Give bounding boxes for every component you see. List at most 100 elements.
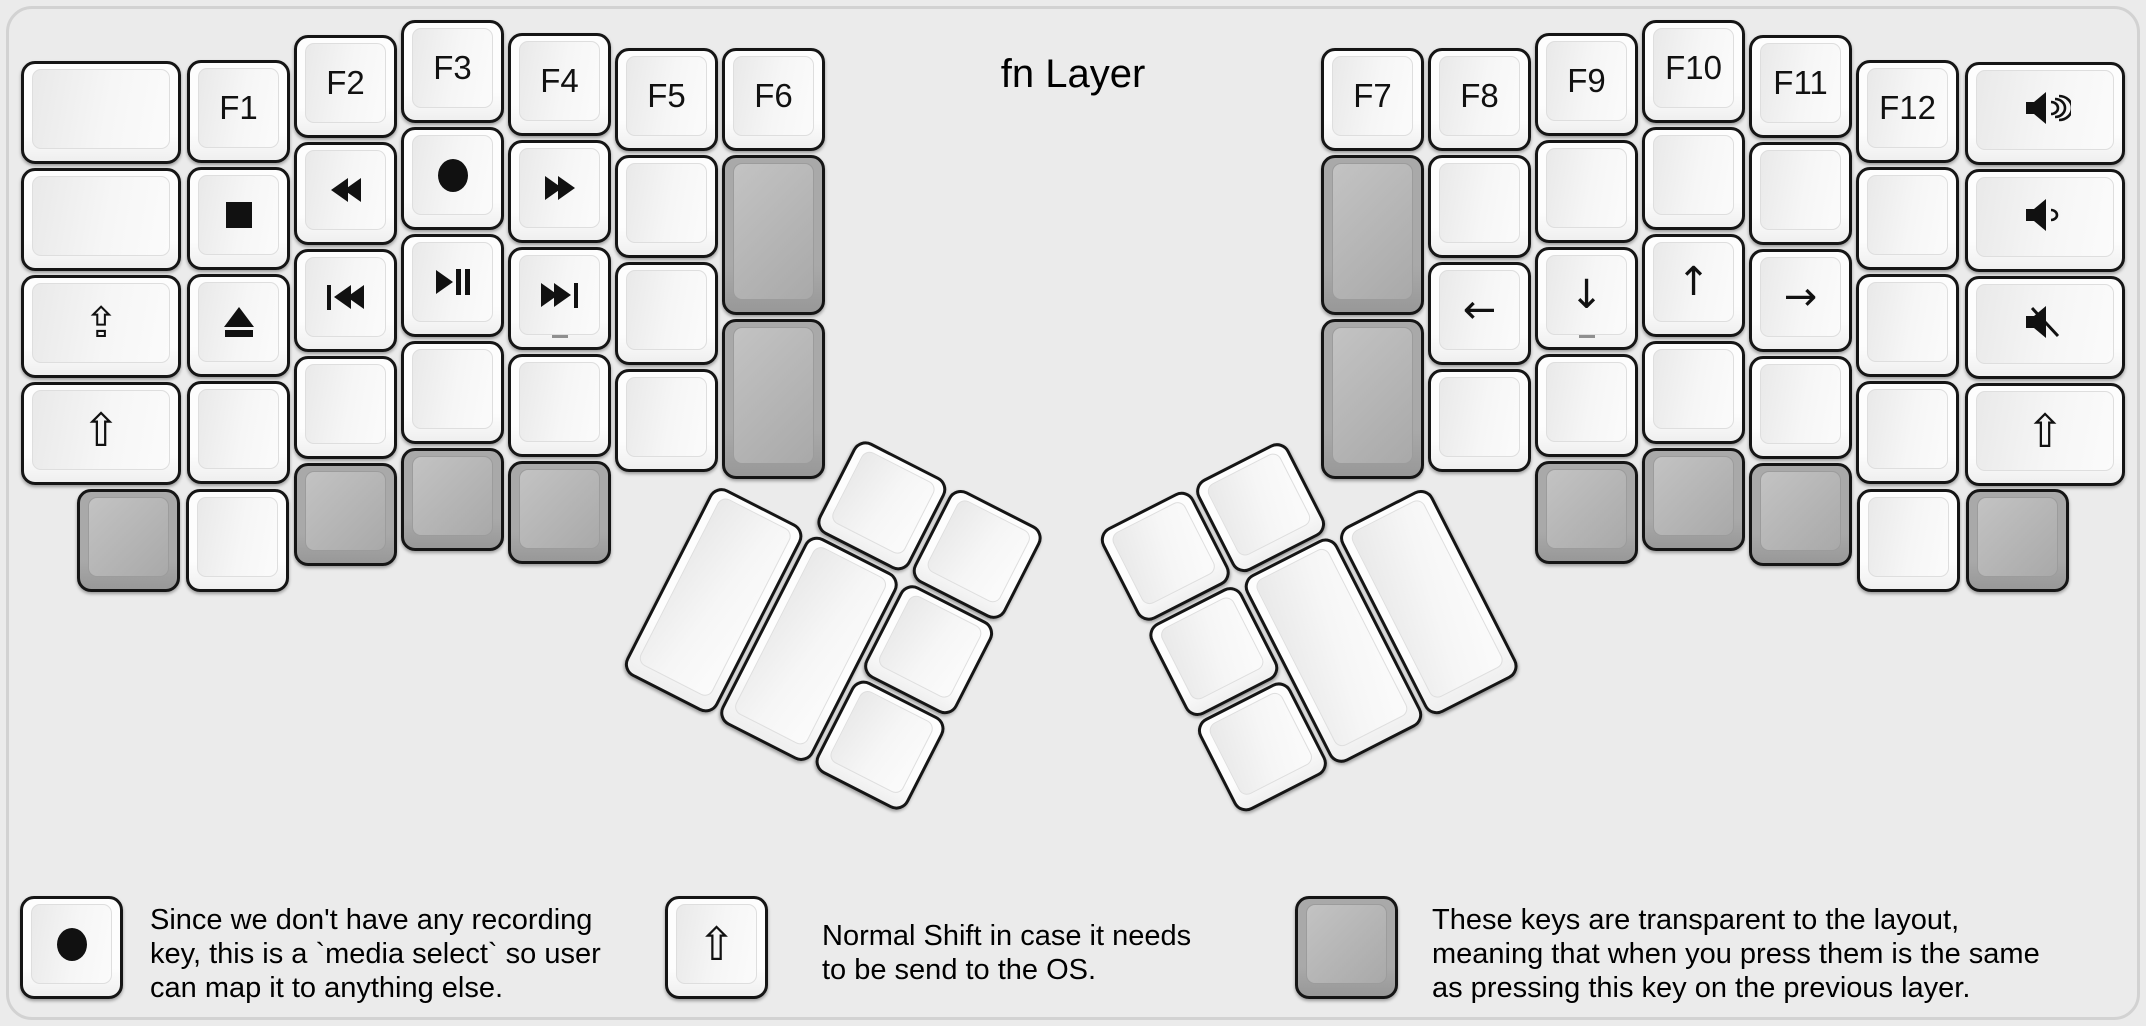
arrow-left-icon: ← [1462,287,1497,333]
key-volup[interactable] [1965,62,2125,165]
eject-icon [223,307,254,337]
record-icon [437,158,468,192]
key-prev[interactable] [294,249,397,352]
key-f7[interactable]: F7 [1321,48,1424,151]
keycap-top [305,471,386,551]
key-transparent[interactable] [722,319,825,479]
key-blank[interactable] [1857,489,1960,592]
key-transparent[interactable] [294,463,397,566]
key-transparent[interactable] [722,155,825,315]
key-f8[interactable]: F8 [1428,48,1531,151]
next-track-icon [541,282,578,308]
key-f11[interactable]: F11 [1749,35,1852,138]
keycap-top [412,349,493,429]
key-blank[interactable] [1642,341,1745,444]
key-blank[interactable] [1535,140,1638,243]
key-blank[interactable] [21,61,181,164]
volume-up-icon [2019,88,2074,133]
volume-down-icon [2019,195,2071,240]
key-arrow-down[interactable]: ↓ [1535,247,1638,350]
keycap-top: ⇧ [676,904,757,984]
keycap-top [1546,469,1627,549]
key-arrow-left[interactable]: ← [1428,262,1531,365]
record-icon [56,927,87,961]
key-blank[interactable] [21,168,181,271]
key-blank[interactable] [187,381,290,484]
key-f2[interactable]: F2 [294,35,397,138]
keycap-top [1546,148,1627,228]
key-arrow-up[interactable]: ↑ [1642,234,1745,337]
keycap-top [1332,163,1413,300]
key-transparent[interactable] [401,448,504,551]
keycap-top [32,176,170,256]
arrow-right-icon: → [1783,274,1818,320]
key-blank[interactable] [1642,127,1745,230]
key-blank[interactable] [294,356,397,459]
key-mute[interactable] [1965,276,2125,379]
homing-mark [551,335,568,338]
key-transparent[interactable] [508,461,611,564]
key-blank[interactable] [1749,142,1852,245]
key-f3[interactable]: F3 [401,20,504,123]
key-blank[interactable] [1856,381,1959,484]
key-blank[interactable] [1428,155,1531,258]
key-f10[interactable]: F10 [1642,20,1745,123]
key-transparent[interactable] [1321,319,1424,479]
key-transparent[interactable] [1642,448,1745,551]
key-label: F12 [1879,89,1936,126]
key-voldown[interactable] [1965,169,2125,272]
key-transparent [1295,896,1398,999]
key-stop[interactable] [187,167,290,270]
legend-text: These keys are transparent to the layout… [1432,903,2040,1005]
key-f9[interactable]: F9 [1535,33,1638,136]
key-transparent[interactable] [1966,489,2069,592]
key-f6[interactable]: F6 [722,48,825,151]
key-blank[interactable] [186,489,289,592]
keycap-top: F12 [1867,68,1948,148]
key-blank[interactable] [1856,167,1959,270]
key-blank[interactable] [1535,354,1638,457]
keycap-top [198,282,279,362]
key-f1[interactable]: F1 [187,60,290,163]
keycap-top [519,148,600,228]
keycap-top: F8 [1439,56,1520,136]
key-next[interactable] [508,247,611,350]
key-transparent[interactable] [77,489,180,592]
key-blank[interactable] [401,341,504,444]
key-caps[interactable]: ⇪ [21,275,181,378]
keycap-top [1653,135,1734,215]
legend-line: meaning that when you press them is the … [1432,938,2040,970]
keycap-top [1976,177,2114,257]
key-f4[interactable]: F4 [508,33,611,136]
key-blank[interactable] [615,155,718,258]
keycap-top [412,242,493,322]
key-transparent[interactable] [1321,155,1424,315]
key-blank[interactable] [1428,369,1531,472]
keycap-top [1157,594,1267,703]
keycap-top [197,497,278,577]
key-eject[interactable] [187,274,290,377]
key-shift[interactable]: ⇧ [1965,383,2125,486]
key-rewind[interactable] [294,142,397,245]
key-record[interactable] [401,127,504,230]
key-blank[interactable] [615,369,718,472]
key-arrow-right[interactable]: → [1749,249,1852,352]
key-transparent[interactable] [1535,461,1638,564]
keycap-top [1976,284,2114,364]
key-blank[interactable] [1856,274,1959,377]
keycap-top [198,175,279,255]
key-playpause[interactable] [401,234,504,337]
keycap-top [305,257,386,337]
key-blank[interactable] [508,354,611,457]
key-label: F10 [1665,49,1722,86]
key-f12[interactable]: F12 [1856,60,1959,163]
key-transparent[interactable] [1749,463,1852,566]
key-blank[interactable] [615,262,718,365]
keycap-top [1867,282,1948,362]
key-ff[interactable] [508,140,611,243]
key-shift[interactable]: ⇧ [21,382,181,485]
key-f5[interactable]: F5 [615,48,718,151]
key-blank[interactable] [1749,356,1852,459]
keycap-top [1109,499,1218,608]
